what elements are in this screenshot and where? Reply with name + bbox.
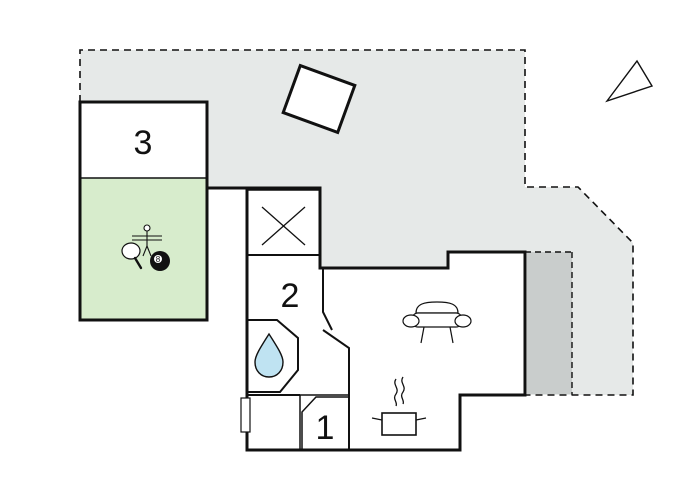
terrace-area xyxy=(80,50,633,395)
room-3-white-part xyxy=(80,102,207,178)
shaft-cross-icon xyxy=(261,206,306,246)
terrace-skylight xyxy=(281,63,357,135)
terrace-dashed-border xyxy=(79,49,634,396)
billiard-ball-number: 8 xyxy=(156,255,161,264)
billiard-8-ball-icon: 8 xyxy=(150,251,170,271)
table-football-icon xyxy=(132,224,162,257)
room-3-game-area xyxy=(80,178,207,320)
ping-pong-paddle-icon xyxy=(121,242,143,270)
left-wall-window xyxy=(240,397,251,433)
room-1-label: 1 xyxy=(316,409,335,447)
north-arrow-icon xyxy=(605,59,654,103)
room-1-door-arch xyxy=(301,396,348,450)
balcony-strip xyxy=(527,252,572,394)
room-2-label: 2 xyxy=(281,277,300,315)
interior-walls xyxy=(246,189,350,450)
sofa-icon xyxy=(402,301,472,344)
water-drop-icon xyxy=(254,332,284,378)
room-3-label: 3 xyxy=(134,124,153,162)
cooking-pot-icon xyxy=(371,376,427,436)
room-3-walls xyxy=(78,100,209,322)
